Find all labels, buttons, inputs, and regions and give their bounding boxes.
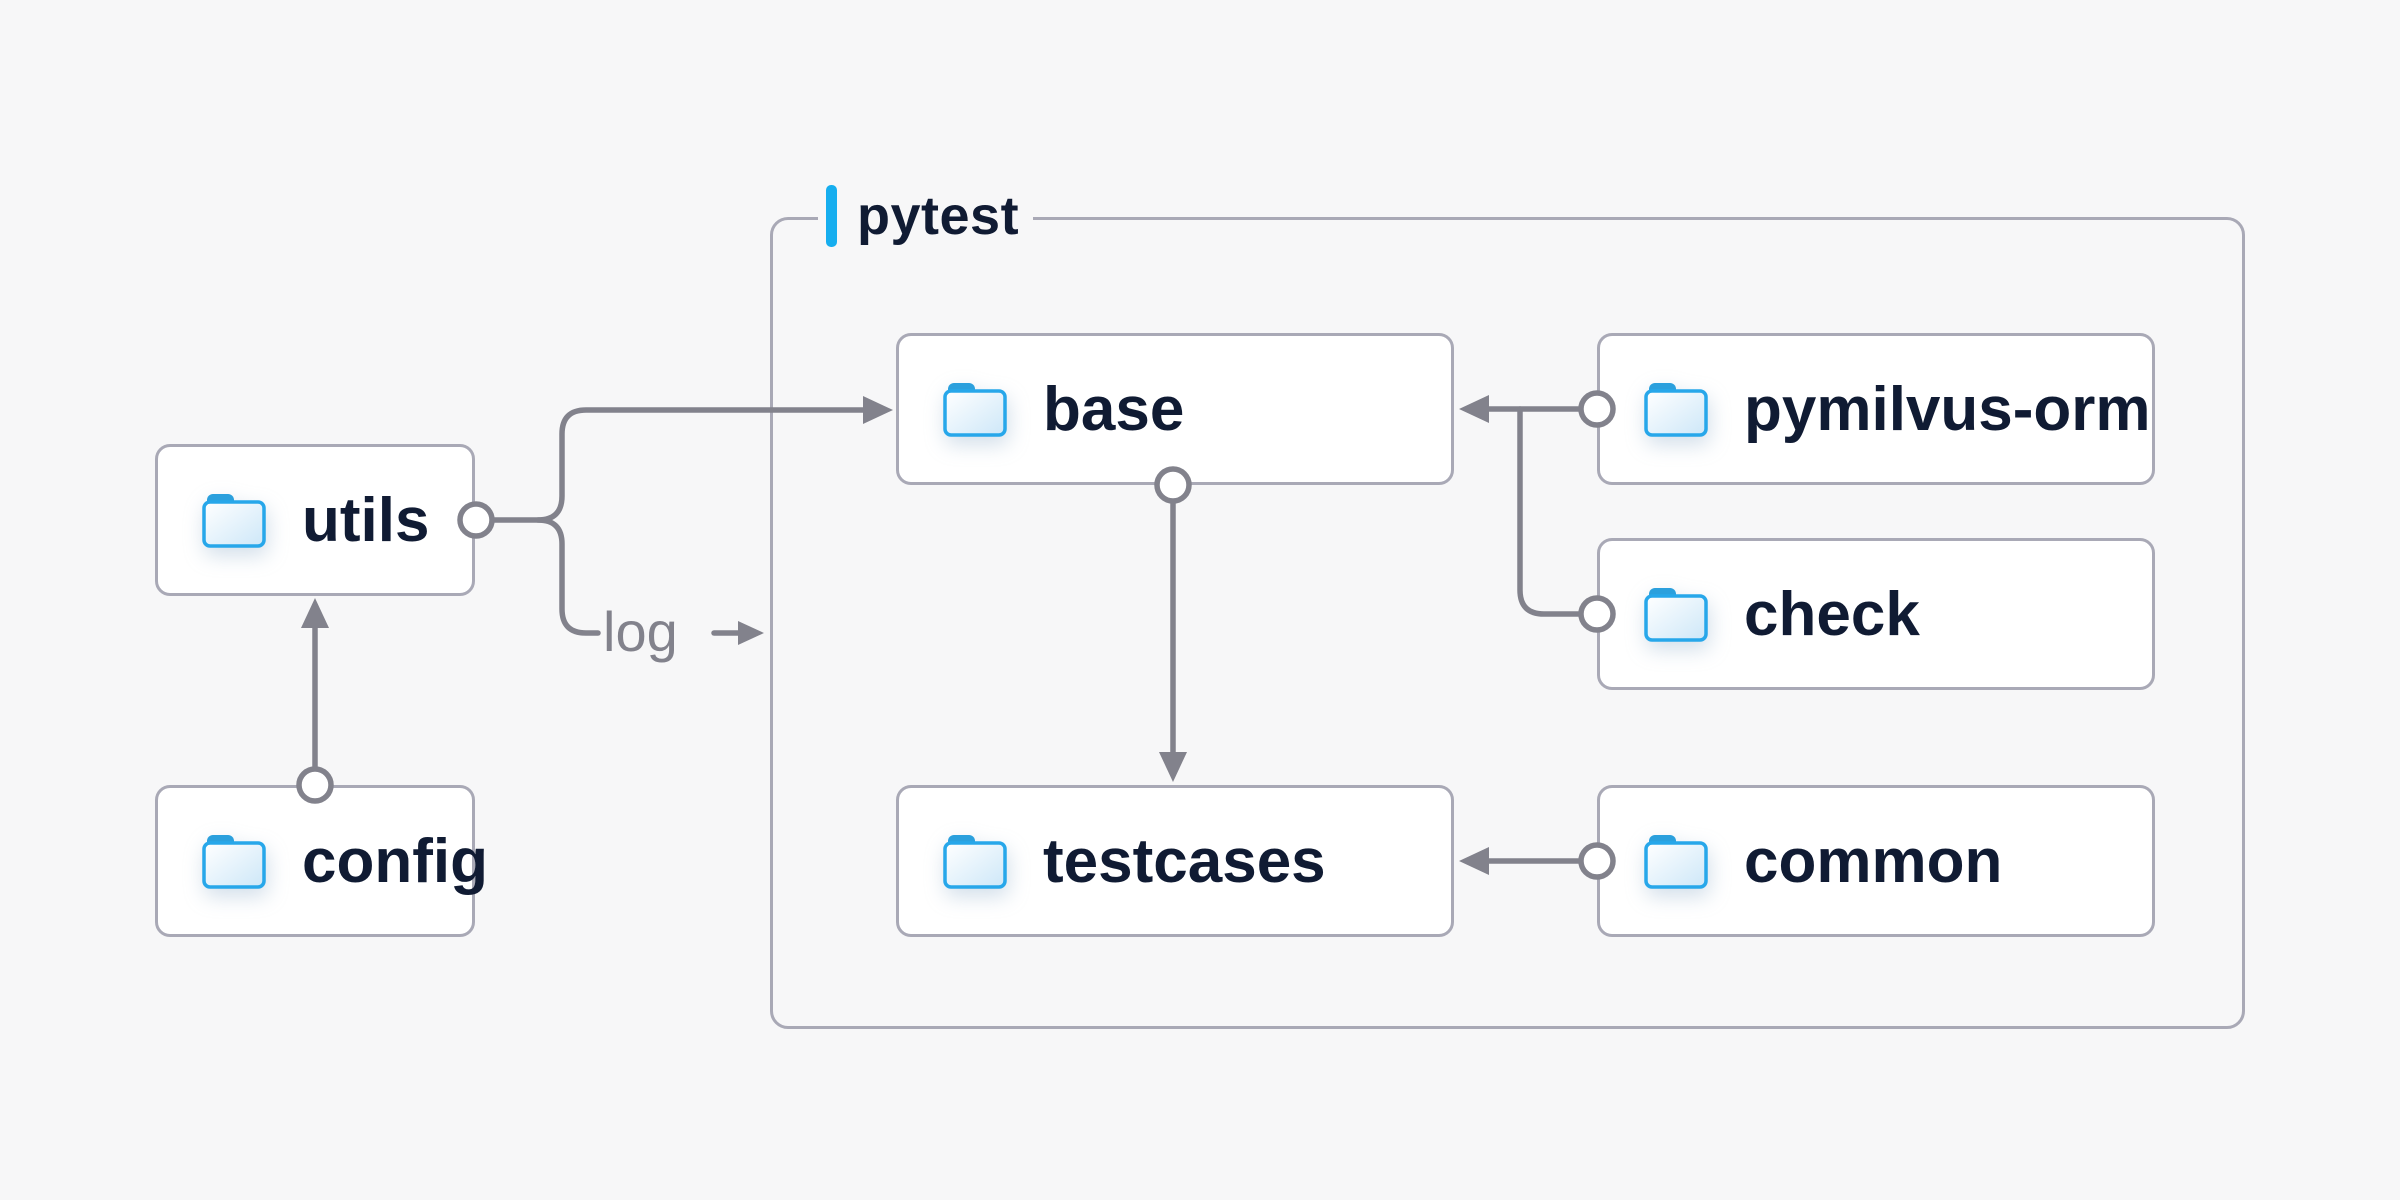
arrowhead-log: [738, 621, 764, 645]
edge-label-log: log: [603, 600, 678, 663]
node-label: testcases: [1043, 826, 1326, 896]
pytest-group-label: pytest: [818, 181, 1034, 251]
folder-icon: [943, 381, 1007, 437]
folder-icon: [1644, 381, 1708, 437]
node-utils: utils: [155, 444, 475, 596]
node-common: common: [1597, 785, 2155, 937]
node-label: config: [302, 826, 488, 896]
node-label: utils: [302, 485, 430, 555]
node-label: common: [1744, 826, 2003, 896]
node-label: check: [1744, 579, 1920, 649]
arrowhead-into-utils: [301, 598, 329, 628]
edge-utils-log: [535, 517, 601, 636]
accent-bar: [826, 185, 837, 247]
node-pymilvus-orm: pymilvus-orm: [1597, 333, 2155, 485]
node-config: config: [155, 785, 488, 937]
folder-icon: [202, 492, 266, 548]
folder-icon: [1644, 833, 1708, 889]
group-label-text: pytest: [857, 186, 1020, 246]
pytest-group-container: [770, 217, 2245, 1029]
folder-icon: [943, 833, 1007, 889]
folder-icon: [202, 833, 266, 889]
node-label: pymilvus-orm: [1744, 374, 2151, 444]
node-check: check: [1597, 538, 2155, 690]
folder-icon: [1644, 586, 1708, 642]
node-label: base: [1043, 374, 1185, 444]
node-base: base: [896, 333, 1454, 485]
node-testcases: testcases: [896, 785, 1454, 937]
